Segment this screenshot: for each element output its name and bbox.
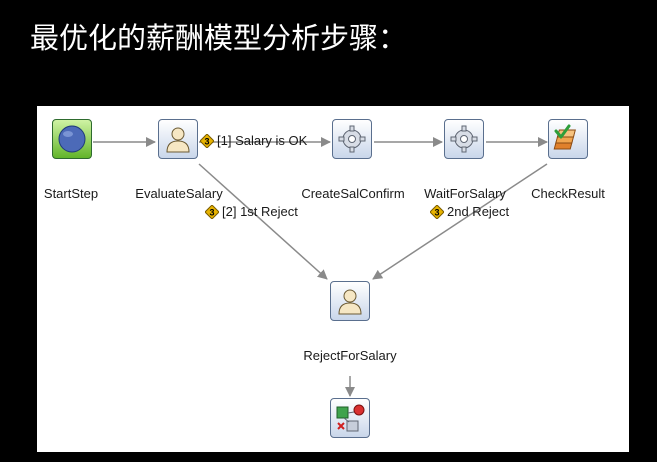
svg-text:3: 3: [434, 207, 439, 217]
edge-text-second-reject: 2nd Reject: [447, 204, 510, 219]
node-label-start: StartStep: [43, 186, 99, 201]
node-label-check: CheckResult: [531, 186, 605, 201]
priority-badge-icon: 3: [430, 204, 444, 219]
priority-badge-icon: 3: [205, 204, 219, 219]
person-icon: [166, 127, 190, 153]
edge-label-salary-ok: 3 [1] Salary is OK: [200, 133, 307, 148]
node-reject-for-salary[interactable]: [330, 281, 370, 321]
node-label-reject: RejectForSalary: [303, 348, 397, 363]
check-stack-icon: [553, 124, 576, 150]
slide-title: 最优化的薪酬模型分析步骤：: [30, 21, 408, 55]
node-create-sal-confirm[interactable]: [332, 119, 372, 159]
node-start-step[interactable]: [52, 119, 92, 159]
node-label-wait: WaitForSalary: [424, 186, 506, 201]
gear-icon: [338, 125, 366, 153]
edge-label-second-reject: 3 2nd Reject: [430, 204, 509, 219]
edge-check-to-reject[interactable]: [372, 163, 548, 280]
node-check-result[interactable]: [548, 119, 588, 159]
node-label-create-confirm: CreateSalConfirm: [301, 186, 405, 201]
edge-evaluate-to-reject[interactable]: [198, 163, 328, 280]
person-icon: [338, 289, 362, 315]
end-shapes-icon: [336, 404, 365, 432]
connector-layer: [93, 137, 548, 397]
svg-text:3: 3: [209, 207, 214, 217]
node-end[interactable]: [330, 398, 370, 438]
start-circle-icon: [58, 125, 86, 153]
node-wait-for-salary[interactable]: [444, 119, 484, 159]
svg-text:3: 3: [204, 136, 209, 146]
gear-icon: [450, 125, 478, 153]
edge-text-first-reject: [2] 1st Reject: [222, 204, 298, 219]
edge-label-first-reject: 3 [2] 1st Reject: [205, 204, 298, 219]
workflow-canvas: StartStep EvaluateSalary CreateSalConfir…: [37, 106, 629, 452]
node-evaluate-salary[interactable]: [158, 119, 198, 159]
edge-text-salary-ok: [1] Salary is OK: [217, 133, 308, 148]
priority-badge-icon: 3: [200, 133, 214, 148]
node-label-evaluate: EvaluateSalary: [135, 186, 223, 201]
